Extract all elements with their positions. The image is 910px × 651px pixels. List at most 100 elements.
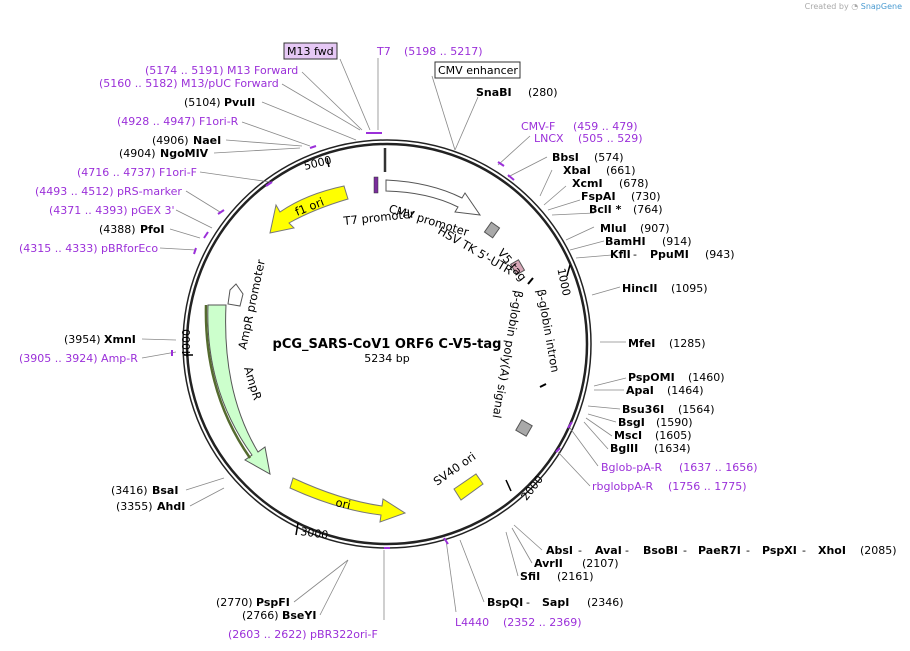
cmv-promoter-arrow[interactable]	[385, 179, 482, 216]
primer-m13-puc[interactable]: (5160 .. 5182) M13/pUC Forward	[99, 77, 279, 90]
primer-bglob-pa-r-range: (1637 .. 1656)	[679, 461, 758, 474]
primer-bglob-pa-r[interactable]: Bglob-pA-R	[601, 461, 663, 474]
hsv-tk-utr-box[interactable]	[483, 221, 501, 239]
polya-signal-box[interactable]	[515, 419, 533, 437]
m13-fwd-box[interactable]	[283, 42, 338, 60]
primer-rbglobpa-r[interactable]: rbglobpA-R	[592, 480, 653, 493]
site-fspai[interactable]: FspAI	[581, 190, 616, 203]
site-kfli[interactable]: KflI	[610, 248, 631, 261]
ori-arrow[interactable]	[289, 477, 407, 523]
ampr-cds-line	[204, 304, 252, 459]
site-bglii[interactable]: BglII	[610, 442, 638, 455]
tick-label-1000: 1000	[554, 267, 573, 297]
primer-pbrforeco[interactable]: (4315 .. 4333) pBRforEco	[19, 242, 158, 255]
primer-l4440-range: (2352 .. 2369)	[503, 616, 582, 629]
site-msci-pos: (1605)	[655, 429, 692, 442]
site-bsobi-sep: -	[683, 544, 687, 557]
snapgene-credit: Created by ◔ SnapGene	[805, 2, 902, 11]
intron-end-marker	[539, 383, 547, 388]
site-xcmi[interactable]: XcmI	[572, 177, 603, 190]
primer-cmv-f-range: (459 .. 479)	[573, 120, 638, 133]
primer-t7[interactable]: T7	[376, 45, 391, 58]
site-pspfi[interactable]: PspFI	[256, 596, 290, 609]
site-hincii-pos: (1095)	[671, 282, 708, 295]
site-bsobi[interactable]: BsoBI	[643, 544, 678, 557]
primer-prs-marker[interactable]: (4493 .. 4512) pRS-marker	[35, 185, 182, 198]
site-xhoi[interactable]: XhoI	[818, 544, 846, 557]
cmv-enhancer-label: CMV enhancer	[438, 64, 518, 77]
primer-m13-forward[interactable]: (5174 .. 5191) M13 Forward	[145, 64, 298, 77]
ampr-promoter-arrow[interactable]	[227, 283, 244, 307]
primer-rbglobpa-r-range: (1756 .. 1775)	[668, 480, 747, 493]
site-bsu36i-pos: (1564)	[678, 403, 715, 416]
t7-promoter-marker[interactable]	[373, 176, 379, 194]
site-xbai[interactable]: XbaI	[563, 164, 591, 177]
site-bspqi[interactable]: BspQI	[487, 596, 523, 609]
site-pvuii[interactable]: PvuII	[224, 96, 255, 109]
site-paer7i[interactable]: PaeR7I	[698, 544, 741, 557]
site-sapi[interactable]: SapI	[542, 596, 569, 609]
leader-lines	[141, 58, 627, 620]
primer-f1ori-r[interactable]: (4928 .. 4947) F1ori-R	[117, 115, 239, 128]
primer-pbr322ori-f[interactable]: (2603 .. 2622) pBR322ori-F	[228, 628, 378, 641]
ampr-arrow[interactable]	[207, 304, 271, 475]
site-snabi-pos: (280)	[528, 86, 558, 99]
site-pspxi[interactable]: PspXI	[762, 544, 797, 557]
site-bseyi[interactable]: BseYI	[282, 609, 316, 622]
site-bcli[interactable]: BclI *	[589, 203, 622, 216]
site-xbai-pos: (661)	[606, 164, 636, 177]
v5-tag-box[interactable]	[509, 259, 526, 276]
f1-ori-arrow[interactable]	[269, 185, 349, 234]
site-bspqi-sep: -	[526, 596, 530, 609]
label-bglobin-polya: β-globin poly(A) signal	[490, 289, 526, 419]
primer-amp-r[interactable]: (3905 .. 3924) Amp-R	[19, 352, 138, 365]
primer-pgex[interactable]: (4371 .. 4393) pGEX 3'	[49, 204, 175, 217]
site-absi-sep: -	[578, 544, 582, 557]
snapgene-logo-icon: ◔	[851, 2, 859, 11]
site-mfei[interactable]: MfeI	[628, 337, 655, 350]
site-paer7i-sep: -	[746, 544, 750, 557]
site-hincii[interactable]: HincII	[622, 282, 658, 295]
site-bsgi-pos: (1590)	[656, 416, 693, 429]
primer-marks	[171, 132, 573, 549]
cmv-enhancer-box[interactable]	[434, 61, 521, 79]
site-mlui[interactable]: MluI	[600, 222, 627, 235]
label-t7-promoter: T7 promoter	[342, 207, 416, 229]
site-sfii-pos: (2161)	[557, 570, 594, 583]
site-pspomi[interactable]: PspOMI	[628, 371, 675, 384]
primer-f1ori-f[interactable]: (4716 .. 4737) F1ori-F	[77, 166, 197, 179]
site-bbsi[interactable]: BbsI	[552, 151, 579, 164]
site-pfoi[interactable]: PfoI	[140, 223, 165, 236]
site-bsgi[interactable]: BsgI	[618, 416, 645, 429]
site-snabi[interactable]: SnaBI	[476, 86, 512, 99]
site-msci[interactable]: MscI	[614, 429, 642, 442]
site-ahdi[interactable]: AhdI	[157, 500, 185, 513]
site-xhoi-pos: (2085)	[860, 544, 897, 557]
site-bcli-pos: (764)	[633, 203, 663, 216]
tick-marks	[184, 157, 571, 536]
site-bseyi-pos: (2766)	[242, 609, 279, 622]
site-pvuii-pos: (5104)	[184, 96, 221, 109]
site-bsai[interactable]: BsaI	[152, 484, 178, 497]
site-ppumi[interactable]: PpuMI	[650, 248, 689, 261]
site-avrii[interactable]: AvrII	[534, 557, 563, 570]
site-ngomiv-pos: (4904)	[119, 147, 156, 160]
site-naei[interactable]: NaeI	[193, 134, 221, 147]
intron-start-marker	[527, 277, 534, 285]
site-absi[interactable]: AbsI	[546, 544, 573, 557]
primer-lncx[interactable]: LNCX	[534, 132, 564, 145]
primer-cmv-f[interactable]: CMV-F	[521, 120, 555, 133]
site-xmni[interactable]: XmnI	[104, 333, 136, 346]
site-bamhi[interactable]: BamHI	[605, 235, 646, 248]
credit-prefix: Created by	[804, 2, 849, 11]
sv40-ori-box[interactable]	[453, 473, 484, 501]
site-sfii[interactable]: SfiI	[520, 570, 540, 583]
site-bsu36i[interactable]: Bsu36I	[622, 403, 664, 416]
site-ngomiv[interactable]: NgoMIV	[160, 147, 209, 160]
site-avai[interactable]: AvaI	[595, 544, 622, 557]
primer-l4440[interactable]: L4440	[455, 616, 489, 629]
site-apai[interactable]: ApaI	[626, 384, 654, 397]
site-avrii-pos: (2107)	[582, 557, 619, 570]
site-bglii-pos: (1634)	[654, 442, 691, 455]
